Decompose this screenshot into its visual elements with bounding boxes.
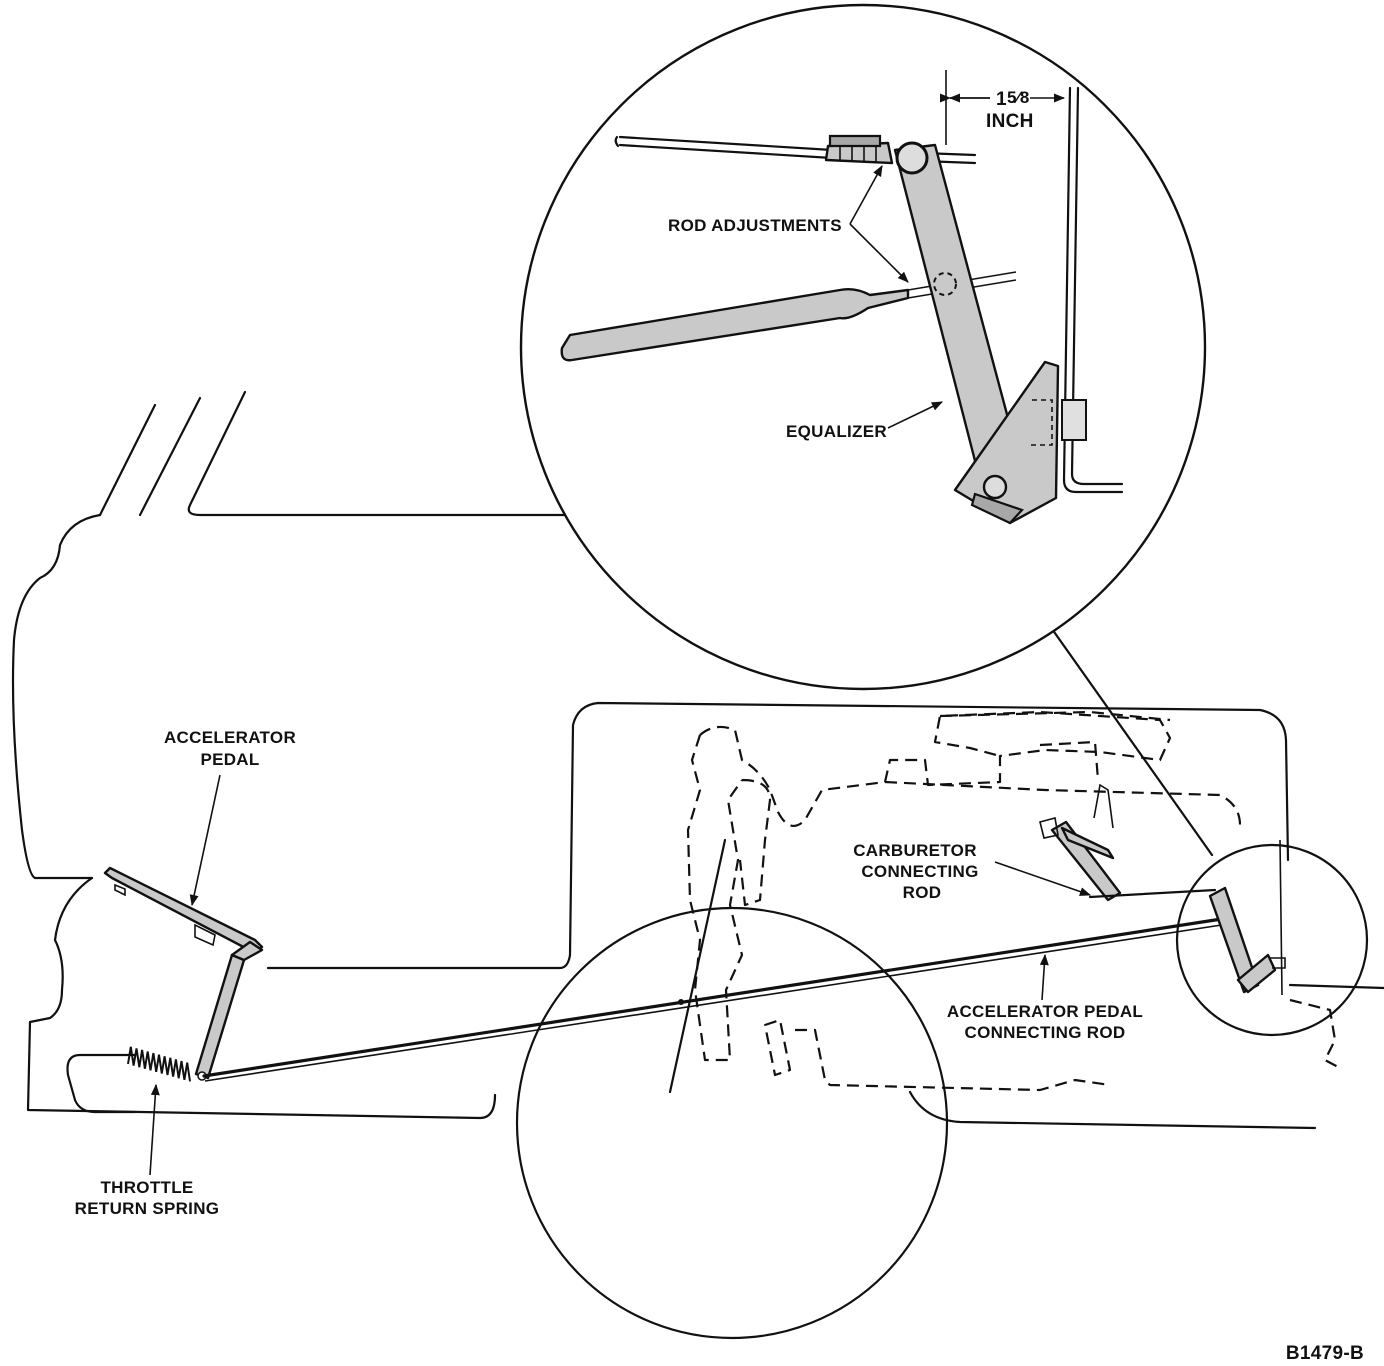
throttle-return-spring	[127, 1046, 191, 1082]
accelerator-pedal-callout: ACCELERATOR PEDAL	[164, 728, 296, 907]
equalizer-callout: EQUALIZER	[786, 401, 944, 441]
carburetor-linkage	[1039, 783, 1217, 902]
connecting-rod-label-line2: CONNECTING ROD	[965, 1023, 1126, 1042]
carburetor-rod-callout: CARBURETOR CONNECTING ROD	[853, 841, 1092, 902]
carburetor-rod-label-line1: CARBURETOR	[853, 841, 977, 860]
engine-outline-dashed	[686, 710, 1341, 1092]
magnified-equalizer-view	[560, 86, 1124, 525]
vehicle-body-outline	[11, 390, 1317, 1130]
rod-adjustments-label: ROD ADJUSTMENTS	[668, 216, 842, 235]
rod-adjustments-callout: ROD ADJUSTMENTS	[668, 165, 909, 283]
throttle-spring-label-line1: THROTTLE	[100, 1178, 193, 1197]
dimension-whole-text: 1	[996, 89, 1007, 110]
carburetor-rod-label-line2: CONNECTING	[861, 862, 978, 881]
accelerator-pedal-label-line1: ACCELERATOR	[164, 728, 296, 747]
dimension-unit-text: INCH	[986, 111, 1034, 132]
steering-column	[668, 838, 727, 1094]
spring-coil-path	[127, 1046, 191, 1082]
accelerator-pedal-connecting-rod	[202, 916, 1230, 1078]
accelerator-pedal-assembly	[103, 866, 264, 1081]
carburetor-rod-label-line3: ROD	[903, 883, 942, 902]
magnified-inset-circle	[519, 3, 1207, 691]
equalizer-small	[1208, 839, 1384, 996]
throttle-spring-label-line2: RETURN SPRING	[75, 1199, 220, 1218]
accelerator-pedal-label-line2: PEDAL	[200, 750, 259, 769]
throttle-spring-callout: THROTTLE RETURN SPRING	[75, 1083, 220, 1218]
dimension-fraction-text: 5⁄8	[1007, 88, 1030, 107]
equalizer-label: EQUALIZER	[786, 422, 887, 441]
front-wheel	[515, 906, 949, 1340]
figure-id: B1479-B	[1286, 1343, 1364, 1364]
magnifier-leader-line	[1038, 610, 1214, 857]
equalizer-detail-callout-circle	[1175, 843, 1369, 1037]
connecting-rod-label-line1: ACCELERATOR PEDAL	[947, 1002, 1143, 1021]
connecting-rod-callout: ACCELERATOR PEDAL CONNECTING ROD	[947, 953, 1143, 1042]
dimension-callout: 1 5⁄8 INCH	[939, 70, 1066, 145]
